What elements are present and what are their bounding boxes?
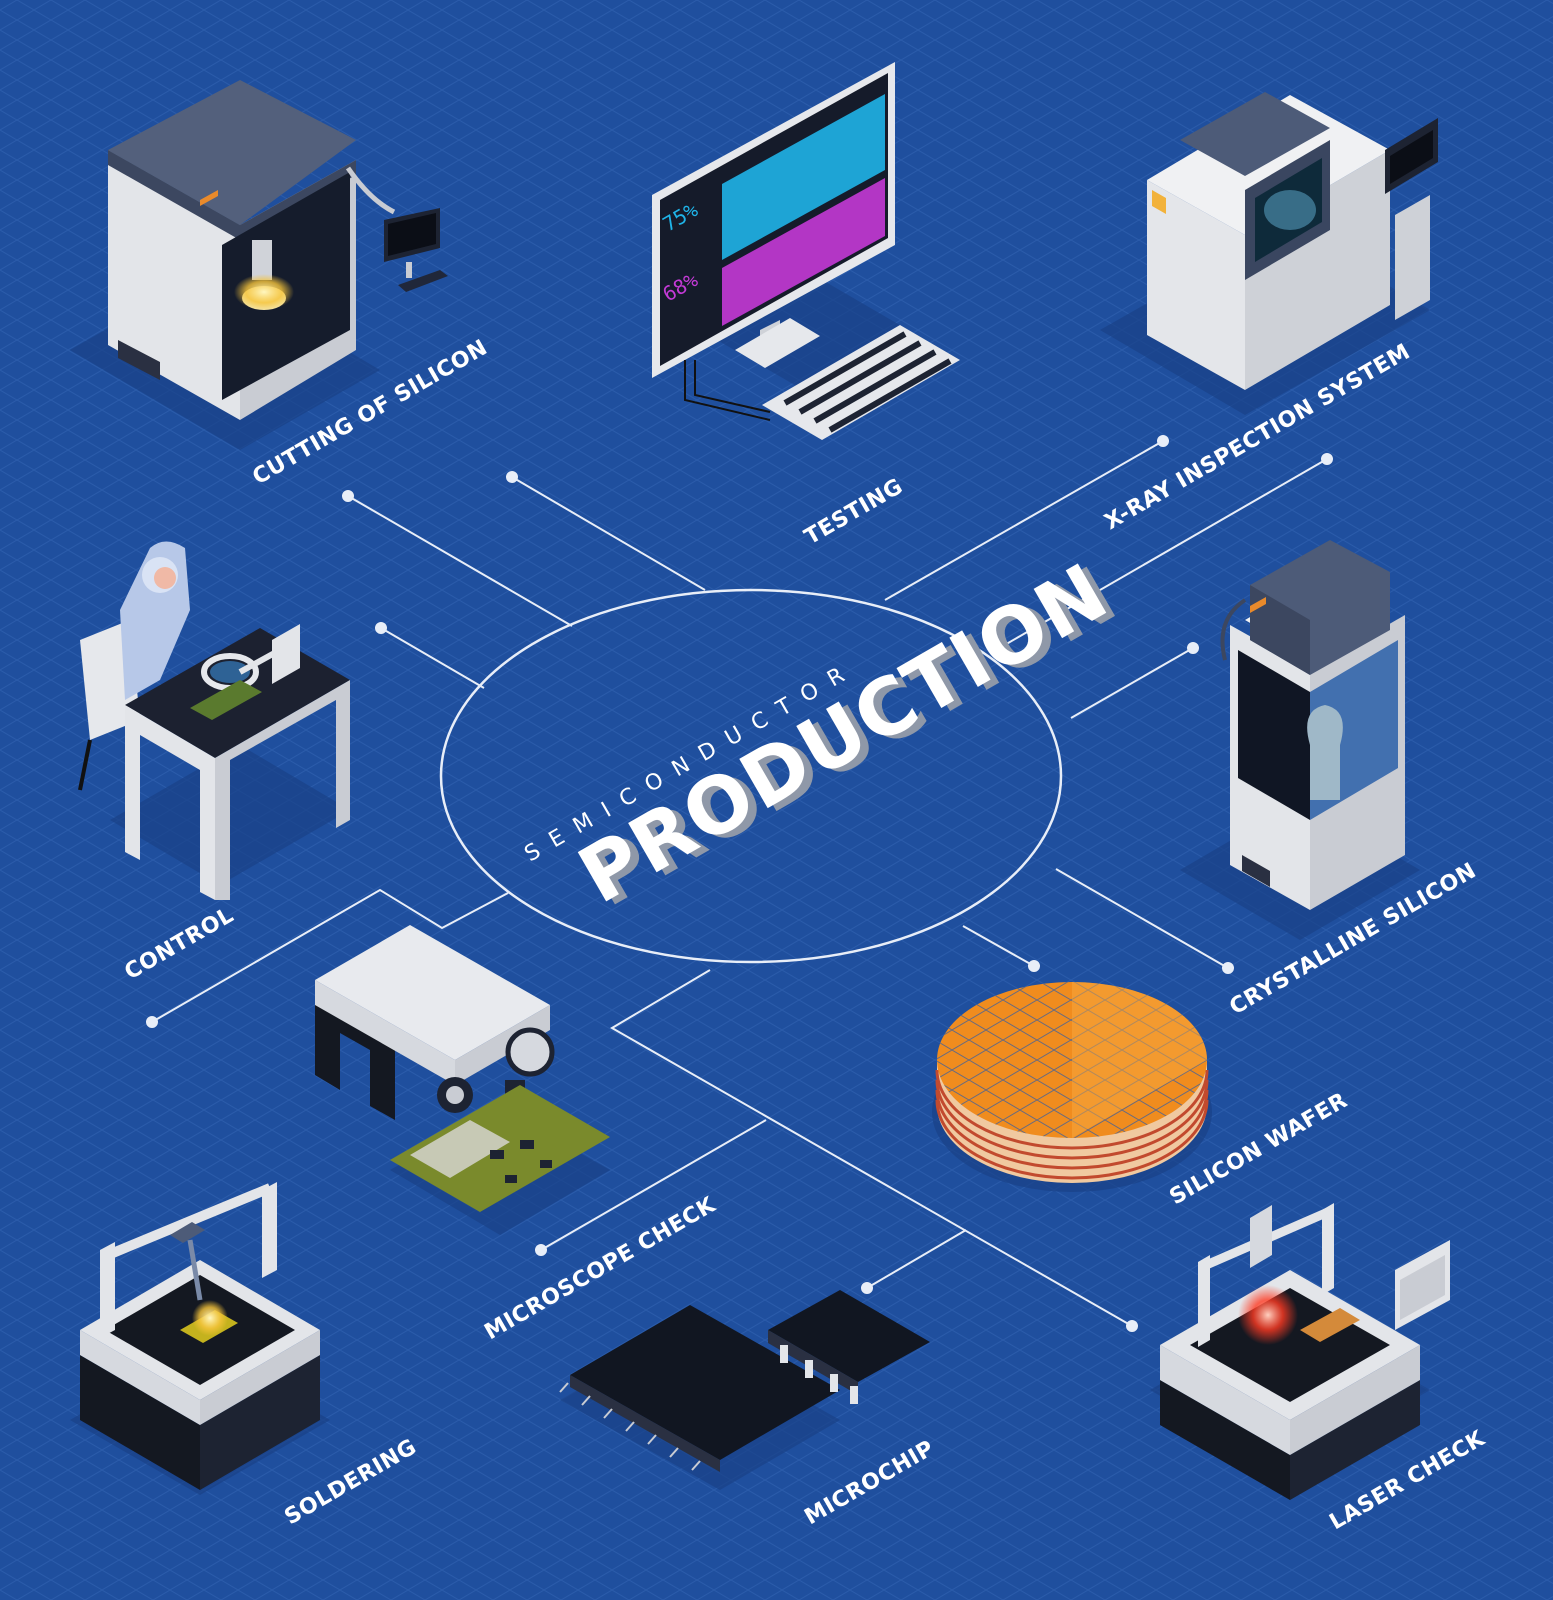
center-ellipse [439,588,1063,964]
soldering-machine-illustration [70,1182,330,1495]
cutting-machine-illustration [70,80,448,450]
connector-left-lower [146,888,509,1028]
connector-crystalline [1070,642,1199,719]
connectors [146,435,1333,1332]
control-desk-illustration [78,541,350,900]
xray-machine-illustration [1100,92,1438,415]
silicon-wafer-illustration [932,982,1212,1192]
connector-testing [506,471,706,591]
connector-microchip [861,1229,967,1294]
connector-wafer [962,925,1040,972]
connector-control [375,622,485,689]
testing-monitor-illustration: 75% 68% [652,62,960,440]
connector-laser [610,969,1138,1332]
crystalline-silicon-illustration [1180,540,1420,940]
laser-check-illustration [1150,1203,1450,1500]
connector-xray [884,435,1169,601]
connector-cutting [342,490,573,627]
connector-microscope [535,1119,767,1256]
microscope-illustration [315,925,610,1235]
connector-crystalline-top [995,453,1333,651]
microchip-illustration [559,1290,930,1490]
connector-crystalline-lower [1055,868,1234,974]
